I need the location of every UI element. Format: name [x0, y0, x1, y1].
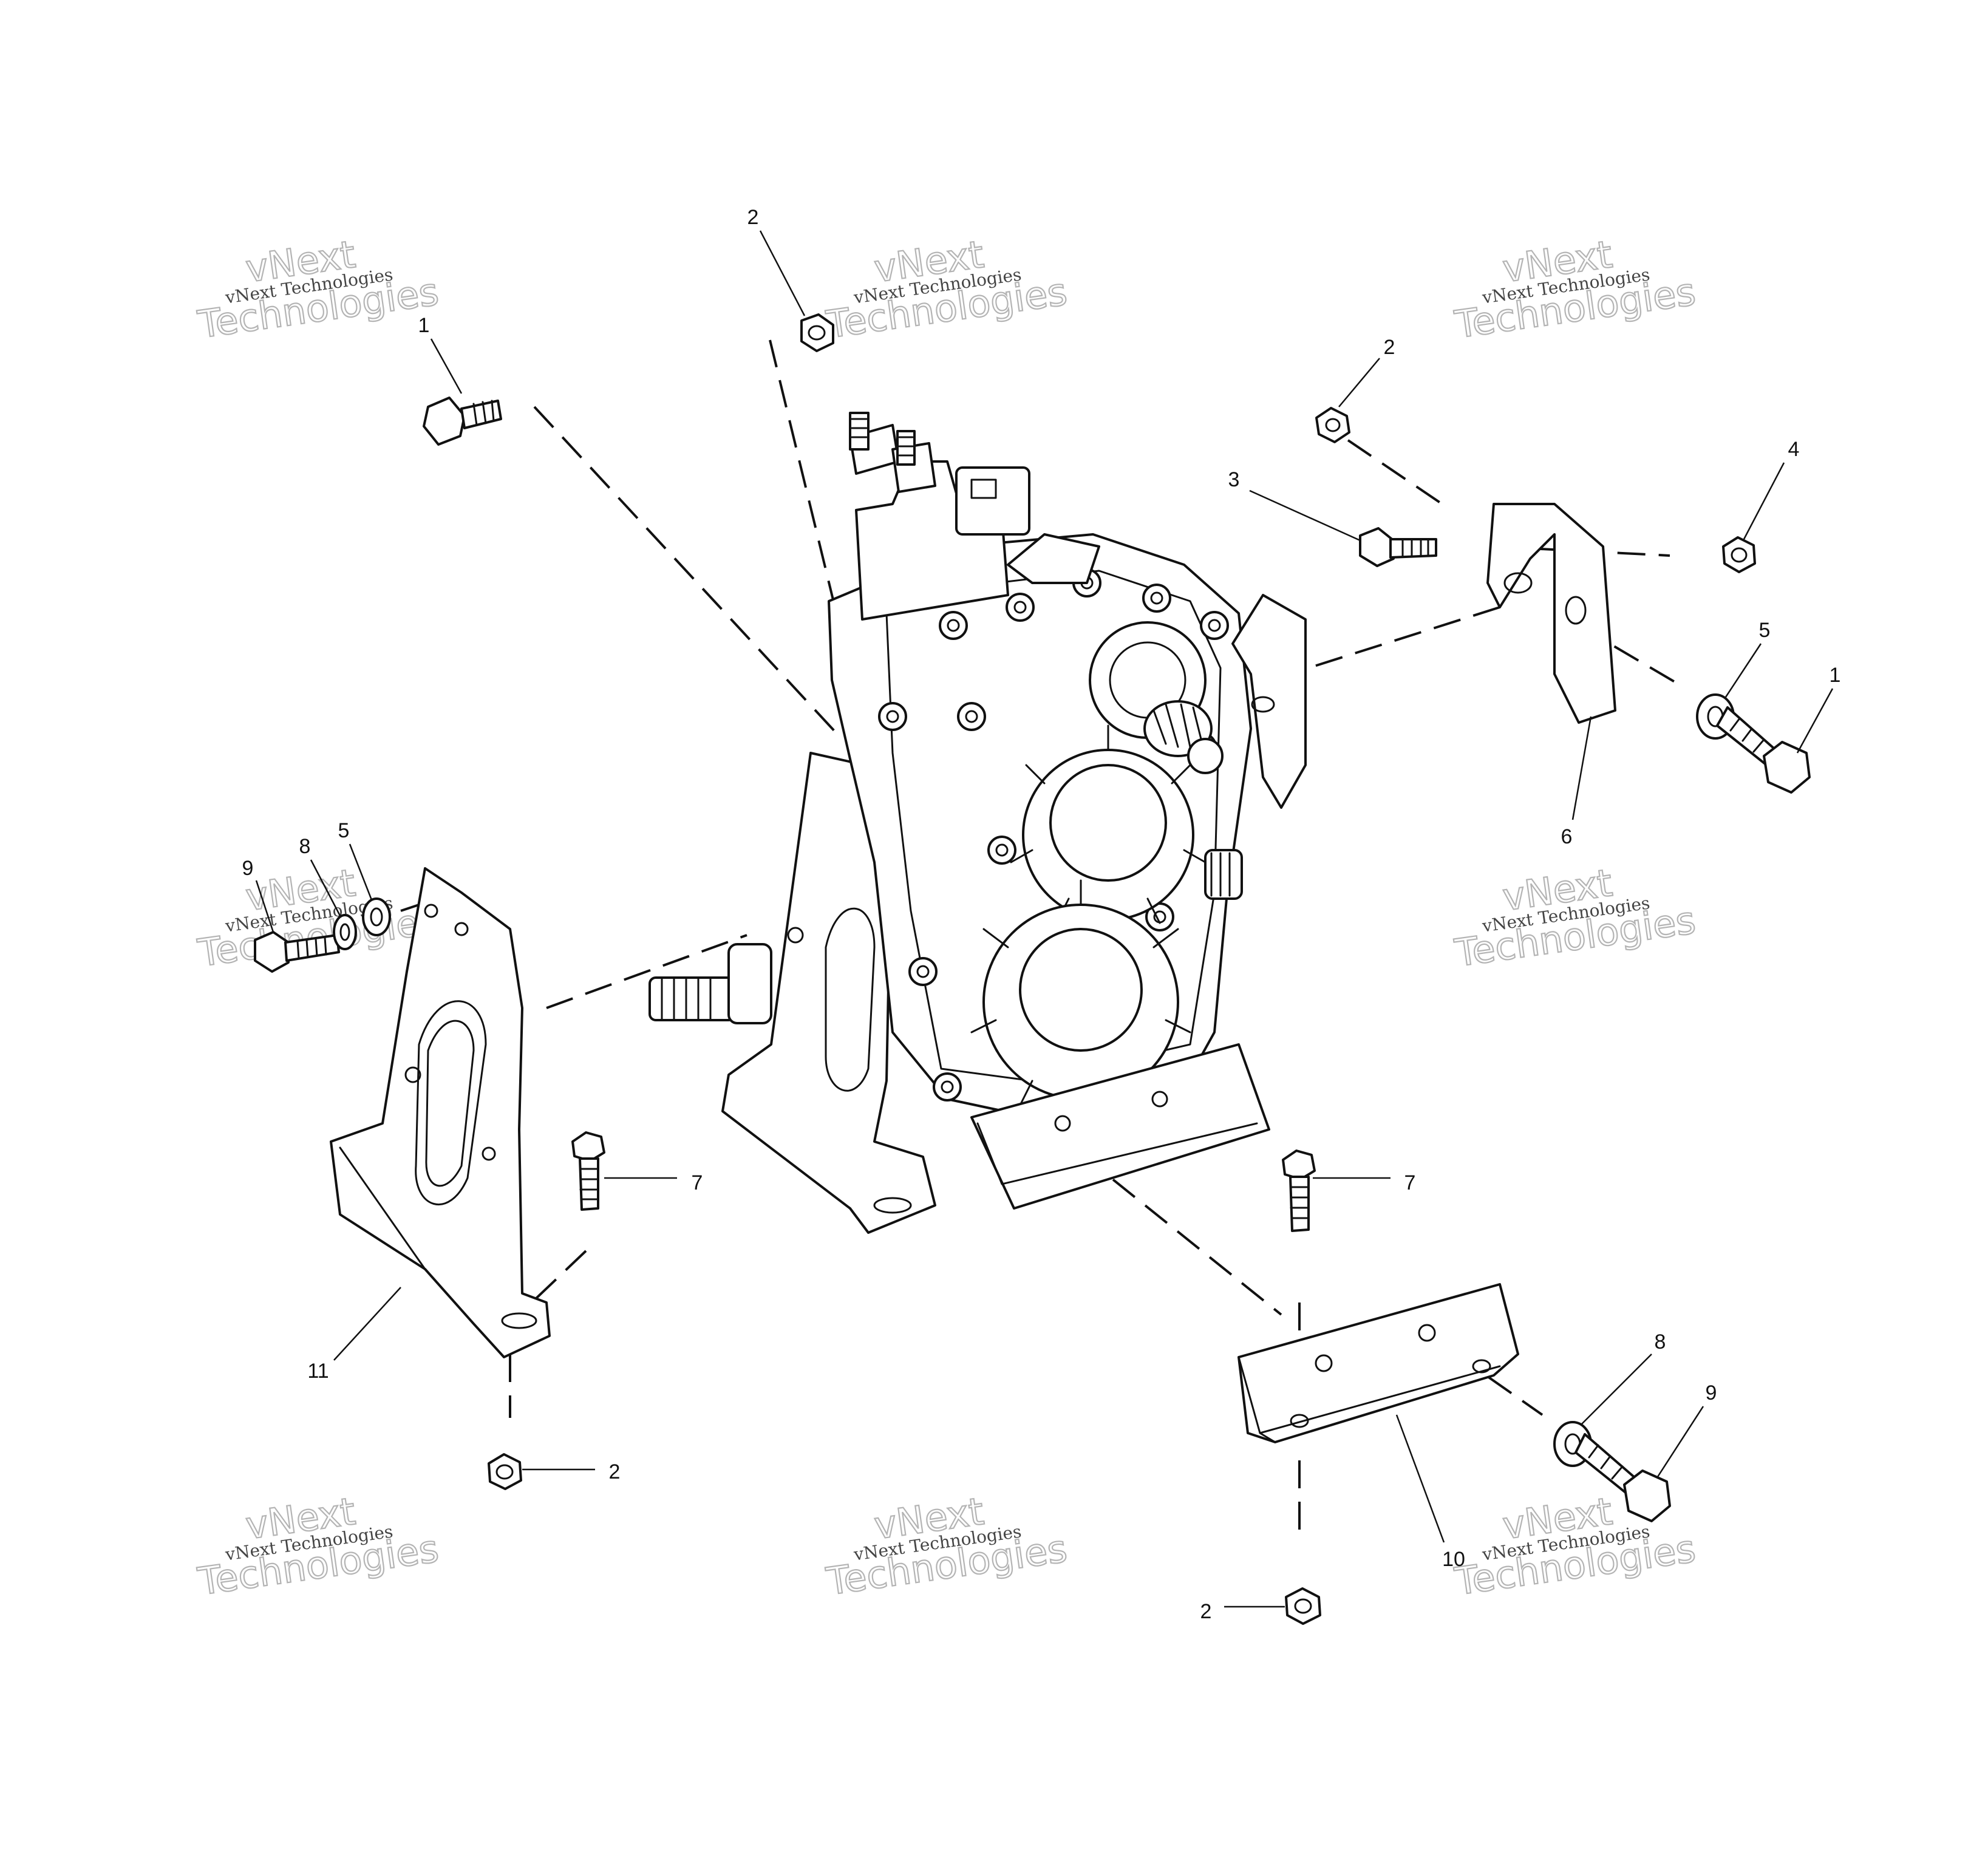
drain-plug	[1204, 849, 1243, 900]
nut-2-bottom-right	[1285, 1587, 1321, 1625]
bolt-9-with-washer-8-bottom-right	[1553, 1421, 1671, 1522]
part-11-bracket	[330, 867, 551, 1358]
callout-number-8: 8	[299, 835, 311, 858]
part-6-bracket	[1486, 503, 1616, 724]
bolt-1-right-with-washer-5	[1696, 693, 1811, 794]
callout-number-10: 10	[1442, 1548, 1465, 1571]
watermark-top-left: vNext Technologies vNext Technologies	[194, 231, 442, 348]
nut-2-bottom-left	[488, 1453, 522, 1490]
callout-number-1: 1	[1830, 664, 1841, 687]
shift-tower	[849, 412, 1100, 621]
watermark-bottom-center: vNext Technologies vNext Technologies	[823, 1488, 1071, 1605]
callout-number-2: 2	[609, 1460, 621, 1483]
nut-2-top	[800, 313, 834, 352]
nut-4	[1722, 536, 1756, 573]
callout-number-7: 7	[1404, 1171, 1416, 1194]
lower-gear-cover	[970, 879, 1191, 1106]
callout-number-3: 3	[1228, 468, 1240, 491]
callout-number-9: 9	[242, 857, 254, 880]
callout-number-1: 1	[418, 314, 430, 337]
output-shaft	[648, 943, 772, 1024]
part-10-bracket	[1237, 1283, 1519, 1443]
watermark-top-right: vNext Technologies vNext Technologies	[1451, 231, 1699, 348]
fasteners	[254, 313, 1811, 1625]
bolt-7-left	[571, 1131, 605, 1211]
gearcase-assembly	[648, 412, 1307, 1234]
watermark-bottom-left: vNext Technologies vNext Technologies	[194, 1488, 442, 1605]
washer-5-left	[362, 897, 391, 936]
watermark-middle-right: vNext Technologies vNext Technologies	[1451, 860, 1699, 976]
callout-number-2: 2	[747, 206, 759, 229]
callout-number-2: 2	[1200, 1600, 1212, 1623]
leader-lines	[255, 230, 1834, 1608]
nut-2-right	[1315, 407, 1350, 443]
callout-number-4: 4	[1788, 438, 1800, 461]
lockwasher-8-left	[333, 914, 357, 950]
input-shaft	[1089, 621, 1224, 774]
callout-number-8: 8	[1655, 1330, 1666, 1354]
upper-gear-cover	[1010, 724, 1207, 924]
callout-number-7: 7	[692, 1171, 703, 1194]
watermark-top-center: vNext Technologies vNext Technologies	[823, 231, 1071, 348]
callout-number-2: 2	[1384, 336, 1395, 359]
callout-number-6: 6	[1561, 825, 1573, 848]
callout-number-5: 5	[1759, 619, 1771, 642]
bolt-9-left	[254, 931, 340, 973]
bolt-3	[1359, 527, 1437, 567]
callout-number-5: 5	[338, 819, 350, 842]
callout-numbers: 1 2 2 3 4 5 1 6 9 8 5 7 7 11 2 8 9 10 2	[242, 206, 1841, 1623]
callout-number-9: 9	[1706, 1381, 1717, 1405]
bolt-1-top	[423, 397, 502, 446]
callout-number-11: 11	[307, 1360, 328, 1383]
side-mount-tab	[1231, 594, 1307, 809]
bolt-7-right	[1282, 1149, 1316, 1232]
